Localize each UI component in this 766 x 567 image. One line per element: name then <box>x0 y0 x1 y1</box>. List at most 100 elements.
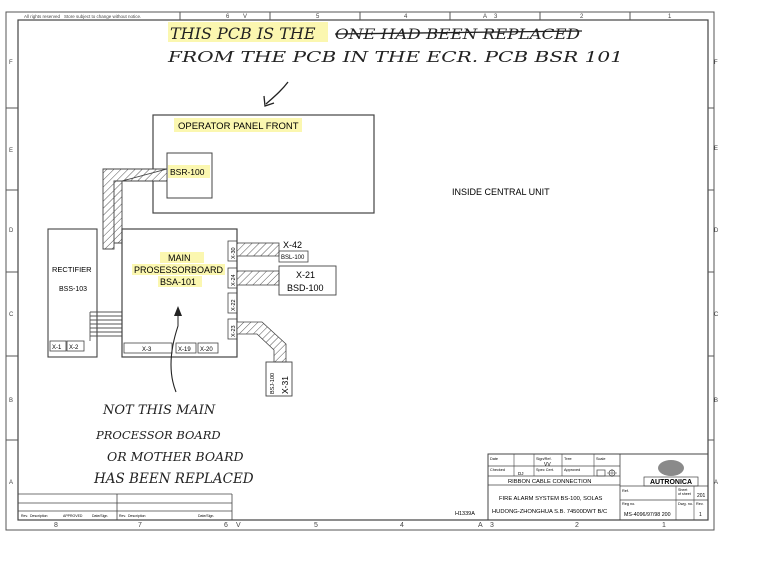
col-label: 6 <box>224 522 228 529</box>
bsj-box <box>265 361 293 397</box>
tb-sheet-value: 201 <box>697 493 706 499</box>
tb-rev-value: 1 <box>699 512 702 518</box>
annotation-bottom-4: HAS BEEN REPLACED <box>93 471 254 487</box>
bsd-label: BSD-100 <box>287 283 324 293</box>
bss-label: BSS-103 <box>59 286 87 293</box>
strike-through <box>334 30 583 35</box>
description-col: Description <box>30 514 48 518</box>
row-label: D <box>714 228 719 234</box>
tb-sign-value: VV <box>544 462 551 468</box>
annotation-bottom-1: NOT THIS MAIN <box>102 403 216 418</box>
tb-ribbon-title: RIBBON CABLE CONNECTION <box>508 479 591 485</box>
tb-checked: Checked <box>490 468 505 472</box>
main-board-bsa: BSA-101 <box>160 277 196 287</box>
autronica-logo-icon <box>658 460 684 476</box>
annotation-struck-text: ONE HAD BEEN REPLACED <box>335 27 580 43</box>
title-block: H1339A Date Sign/Ref. Tree Scale VV Chec… <box>455 453 709 521</box>
datesign-col: Date/Sign. <box>92 514 108 518</box>
bottom-column-markers: 8 7 6 V 5 4 A 3 2 1 <box>54 522 666 529</box>
ribbon-cable-x31 <box>236 321 287 363</box>
col-label: 6 <box>226 14 230 20</box>
revision-table: Rev. Description APPROVED Date/Sign. Rev… <box>18 493 233 520</box>
tb-dj: DJ <box>518 471 524 476</box>
approved-col: APPROVED <box>63 514 83 518</box>
tb-vessel: HUDONG-ZHONGHUA S.B. 74500DWT B/C <box>492 509 607 515</box>
annotation-curve <box>170 325 179 393</box>
row-label: D <box>9 228 14 234</box>
col-label: 4 <box>400 522 404 529</box>
row-label: B <box>9 398 13 404</box>
col-label: 8 <box>54 522 58 529</box>
row-markers: F F E E D D C C B B A A <box>6 60 719 486</box>
col-label: 1 <box>668 14 672 20</box>
annotation-arrow <box>265 81 289 105</box>
row-label: A <box>9 480 13 486</box>
main-x19: X-19 <box>178 347 191 353</box>
operator-panel-box <box>152 114 375 214</box>
datesign-col-2: Date/Sign. <box>198 514 214 518</box>
rev-col: Rev. <box>21 514 28 518</box>
tb-rev: Rev. <box>696 502 704 506</box>
row-label: E <box>9 148 13 154</box>
rights-notice: All rights reserved <box>24 14 61 19</box>
row-label: C <box>714 312 719 318</box>
main-board-prosessor: PROSESSORBOARD <box>134 265 224 275</box>
main-board-label: MAIN <box>168 253 191 263</box>
rev-col-2: Rev. <box>119 514 126 518</box>
tb-spec: Spec Cert. <box>536 468 554 472</box>
annotation-bottom-3: OR MOTHER BOARD <box>107 449 244 464</box>
col-label: 3 <box>494 14 498 20</box>
conn-x24: X-24 <box>231 274 237 286</box>
conn-x22: X-22 <box>231 299 237 311</box>
rectifier-x1: X-1 <box>52 345 62 351</box>
main-x3: X-3 <box>142 347 152 353</box>
rectifier-label: RECTIFIER <box>52 265 92 274</box>
bsr-board-label: BSR-100 <box>170 167 205 177</box>
conn-x23: X-23 <box>231 325 237 337</box>
ribbon-cable-x21 <box>236 270 280 286</box>
bsj-label: BSJ-100 <box>270 373 276 394</box>
pointer-arrow <box>174 306 182 316</box>
tb-sign: Sign/Ref. <box>536 457 552 461</box>
bsd-box <box>278 265 337 296</box>
annotation-line2: FROM THE PCB IN THE ECR. PCB BSR 101 <box>167 48 623 66</box>
projection-symbol-icon <box>596 469 617 477</box>
arrow-head <box>263 95 275 107</box>
col-label: 1 <box>662 522 666 529</box>
tb-brand: AUTRONICA <box>650 479 692 486</box>
tb-tree: Tree <box>564 457 572 461</box>
col-label: V <box>243 14 247 20</box>
main-board-box <box>121 228 238 358</box>
col-label: 7 <box>138 522 142 529</box>
operator-panel-label: OPERATOR PANEL FRONT <box>178 121 299 132</box>
power-wires <box>89 311 122 341</box>
tb-dwg: Dwg. no. <box>678 502 693 506</box>
main-side-connectors: X-30 X-24 X-22 X-23 <box>227 240 238 340</box>
col-label: A <box>478 522 483 529</box>
col-label: V <box>236 522 241 529</box>
col-label: 4 <box>404 14 408 20</box>
description-col-2: Description <box>128 514 146 518</box>
row-label: B <box>714 398 718 404</box>
rectifier-x2: X-2 <box>69 345 79 351</box>
tb-date: Date <box>490 457 498 461</box>
inner-frame <box>17 19 709 521</box>
tb-system: FIRE ALARM SYSTEM BS-100, SOLAS <box>499 496 603 502</box>
x42-label: X-42 <box>283 240 302 250</box>
col-label: 5 <box>316 14 320 20</box>
row-label: F <box>9 60 13 66</box>
top-annotation: THIS PCB IS THE ONE HAD BEEN REPLACED FR… <box>167 22 623 107</box>
bsl-label: BSL-100 <box>281 255 305 261</box>
annotation-line1: THIS PCB IS THE <box>170 24 316 43</box>
conn-x30: X-30 <box>231 247 237 259</box>
top-column-markers: 6 V 5 4 A 3 2 1 <box>179 12 672 20</box>
drawing-ref-h: H1339A <box>455 511 475 517</box>
tb-sheet: Sheet <box>678 488 687 492</box>
tb-of-sheet: of sheet <box>678 492 691 496</box>
col-label: 3 <box>490 522 494 529</box>
x31-label: X-31 <box>280 376 290 394</box>
rectifier-box <box>47 228 98 358</box>
tb-drawing-code: MS-4096/97/98 200 <box>624 512 671 518</box>
col-label: 2 <box>575 522 579 529</box>
